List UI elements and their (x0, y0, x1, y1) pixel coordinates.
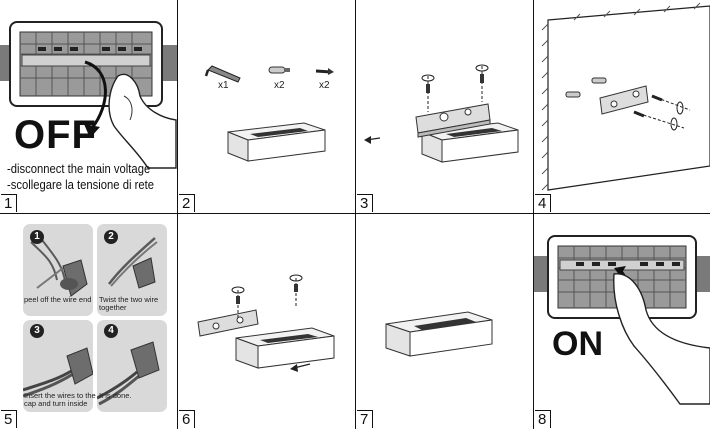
step-number: 8 (535, 410, 552, 428)
wire-photo-4 (97, 320, 167, 412)
step-number: 2 (179, 194, 196, 212)
step-4-panel: 4 (534, 0, 710, 213)
lamp-body (421, 122, 519, 163)
step-number: 3 (357, 194, 374, 212)
sub-step-caption: Twist the two wire together (99, 295, 159, 312)
sub-step-badge: 2 (104, 230, 118, 244)
sub-step-caption: Insert the wires to the cap and turn ins… (24, 391, 96, 408)
breaker-panel-off-illustration (0, 21, 177, 169)
attach-lamp-illustration (197, 274, 335, 372)
screw-qty: x2 (319, 80, 330, 91)
step-8-panel: ON 8 (534, 214, 710, 429)
step-3-panel: 3 (356, 0, 533, 213)
step-number: 1 (1, 194, 18, 212)
lamp-body (385, 311, 493, 357)
step-number: 6 (179, 410, 196, 428)
sub-step-badge: 4 (104, 324, 118, 338)
sub-step-caption: It is done. (99, 391, 132, 400)
wire-photo-1 (23, 224, 93, 316)
sub-step-badge: 3 (30, 324, 44, 338)
parts-illustration (204, 65, 334, 162)
disconnect-note-it: -scollegare la tensione di rete (7, 178, 154, 192)
step-2-panel: x1 x2 x2 2 (178, 0, 355, 213)
step-6-panel: 6 (178, 214, 355, 429)
on-label: ON (552, 325, 603, 363)
step-1-panel: OFF -disconnect the main voltage -scolle… (0, 0, 177, 213)
disconnect-note-en: -disconnect the main voltage (7, 162, 151, 176)
grid-divider (177, 0, 178, 429)
anchor-qty: x2 (274, 80, 285, 91)
off-label: OFF (14, 113, 97, 157)
sub-step-caption: peel off the wire end (24, 295, 92, 304)
finished-lamp-illustration (385, 311, 493, 357)
allen-key-qty: x1 (218, 80, 229, 91)
lamp-body (235, 327, 335, 369)
sub-step-badge: 1 (30, 230, 44, 244)
step-number: 5 (1, 410, 18, 428)
step-7-panel: 7 (356, 214, 533, 429)
step-number: 7 (357, 410, 374, 428)
step-number: 4 (535, 194, 552, 212)
breaker-panel-on-illustration (534, 235, 710, 405)
grid-divider (533, 0, 534, 429)
wall-mount-illustration (541, 2, 710, 191)
step-5-panel: 1 2 3 4 peel off the wire end Twist the … (0, 214, 177, 429)
lamp-body (227, 122, 326, 162)
grid-divider (355, 0, 356, 429)
wire-photo-3 (23, 320, 93, 412)
remove-bracket-illustration (364, 64, 519, 163)
grid-divider (0, 213, 710, 214)
